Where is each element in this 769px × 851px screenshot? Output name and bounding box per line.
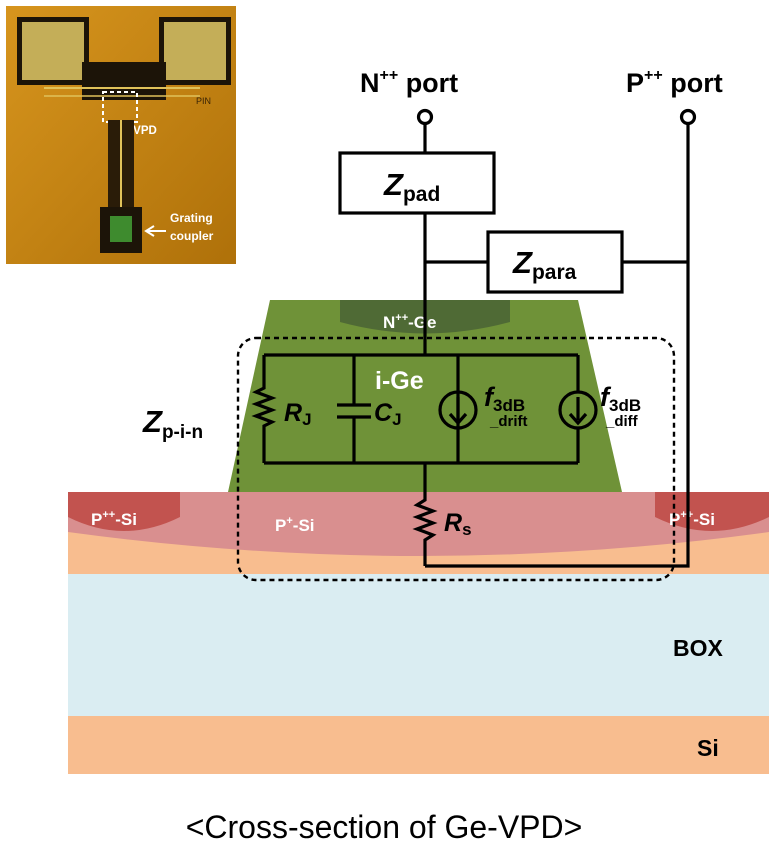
wafer-stack — [68, 300, 769, 774]
f3db-diff-label: f3dB — [600, 382, 641, 415]
p-plus-si-label: P+-Si — [275, 515, 315, 535]
p-pp-si-left-region — [68, 492, 180, 531]
zpara-box — [486, 230, 624, 294]
n-port-label: N++ port — [360, 67, 458, 98]
cj-label: CJ — [374, 399, 402, 429]
equivalent-circuit — [236, 108, 697, 582]
si-substrate-layer — [68, 716, 769, 774]
zpara-label: Zpara — [512, 245, 577, 284]
rs-resistor — [412, 463, 438, 566]
p-plus-si-region — [68, 492, 769, 556]
f3db-drift-label: f3dB — [484, 382, 525, 415]
rs-label: Rs — [444, 509, 472, 539]
grating-label-line2: coupler — [170, 229, 214, 243]
device-micrograph: Ge-VPD PIN Grating coupler — [6, 6, 236, 264]
diff-arrow-down-icon — [568, 412, 588, 426]
figure-caption: <Cross-section of Ge-VPD> — [186, 809, 583, 845]
si-label: Si — [697, 735, 719, 761]
chip-marking: PIN — [196, 96, 211, 106]
n-ge-label: N++-Ge — [383, 312, 436, 332]
drift-current-source — [438, 390, 478, 430]
p-pp-si-right-region — [655, 492, 769, 531]
right-contact-pad — [164, 22, 226, 80]
box-label: BOX — [673, 635, 724, 661]
f3db-diff-sublabel: _diff — [605, 413, 639, 430]
drift-arrow-down-icon — [448, 412, 468, 426]
p-pp-si-left-label: P++-Si — [91, 509, 137, 529]
n-port-terminal — [416, 108, 434, 126]
grating-label-line1: Grating — [170, 211, 213, 225]
grating-coupler — [110, 216, 132, 242]
p-port-terminal — [679, 108, 697, 126]
routing-area — [82, 62, 166, 100]
i-ge-label: i-Ge — [375, 367, 424, 395]
left-contact-pad — [22, 22, 84, 80]
zpad-box — [338, 151, 496, 215]
rj-resistor — [251, 355, 277, 463]
p-port-label: P++ port — [626, 67, 723, 98]
p-port-return-wire — [425, 124, 690, 568]
f3db-drift-sublabel: _drift — [489, 413, 528, 430]
zpin-boundary — [236, 336, 676, 582]
rj-label: RJ — [284, 399, 312, 429]
box-layer — [68, 574, 769, 716]
zpin-label: Zp-i-n — [142, 404, 203, 443]
zpad-label: Zpad — [383, 167, 440, 206]
ge-mesa — [228, 300, 622, 492]
